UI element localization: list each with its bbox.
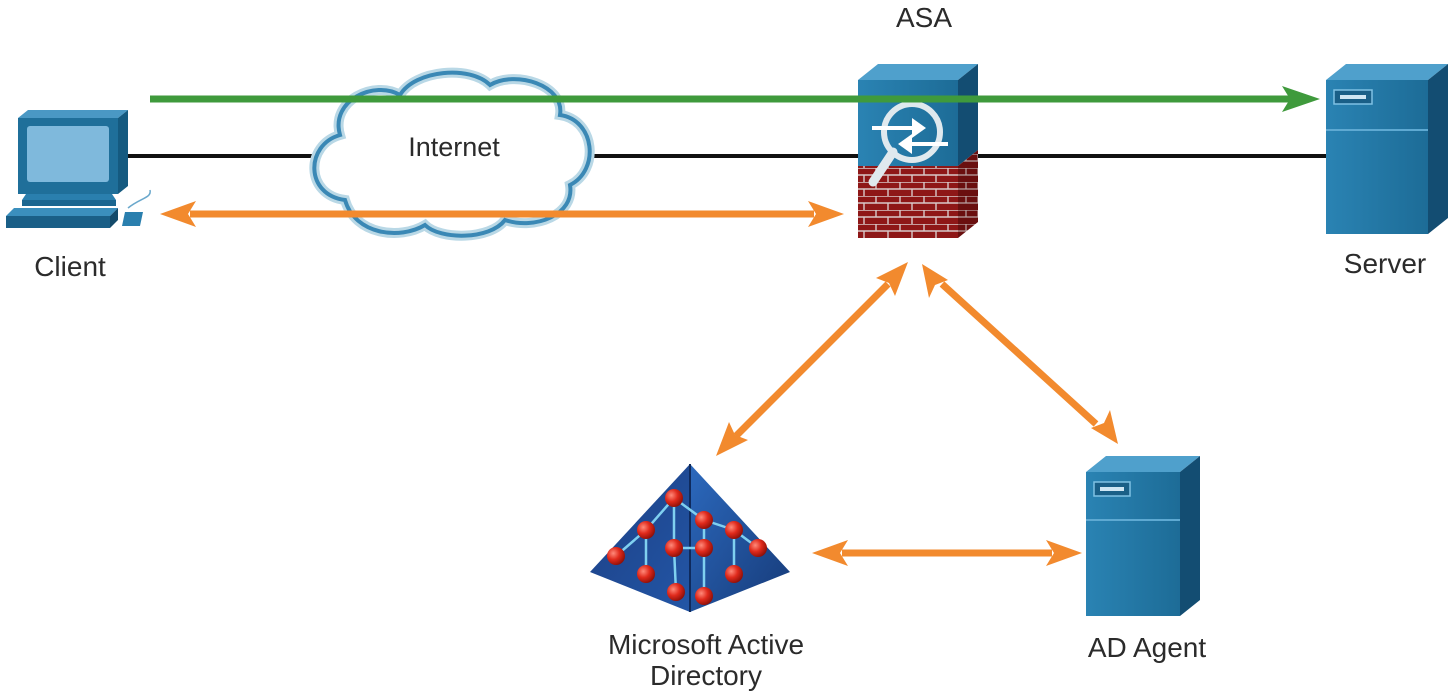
server-icon <box>1326 64 1448 234</box>
desktop-computer-icon <box>6 110 151 228</box>
active-directory-pyramid-icon <box>590 464 790 612</box>
cloud-icon <box>309 67 595 241</box>
server-label: Server <box>1343 248 1427 279</box>
internet-label: Internet <box>408 132 500 162</box>
ad-agent-label: AD Agent <box>1087 632 1207 663</box>
asa-ad-arrow <box>716 262 908 456</box>
ad-agent-arrow <box>812 540 1082 566</box>
client-asa-auth-arrow <box>160 201 844 227</box>
active-directory-label-line1: Microsoft Active <box>607 629 805 660</box>
client-label: Client <box>34 251 106 282</box>
asa-agent-arrow <box>922 264 1118 444</box>
asa-label: ASA <box>895 2 953 33</box>
active-directory-label-line2: Directory <box>649 660 762 691</box>
asa-firewall-icon <box>858 64 978 238</box>
green-traffic-arrow <box>150 86 1320 112</box>
server-icon <box>1086 456 1200 616</box>
